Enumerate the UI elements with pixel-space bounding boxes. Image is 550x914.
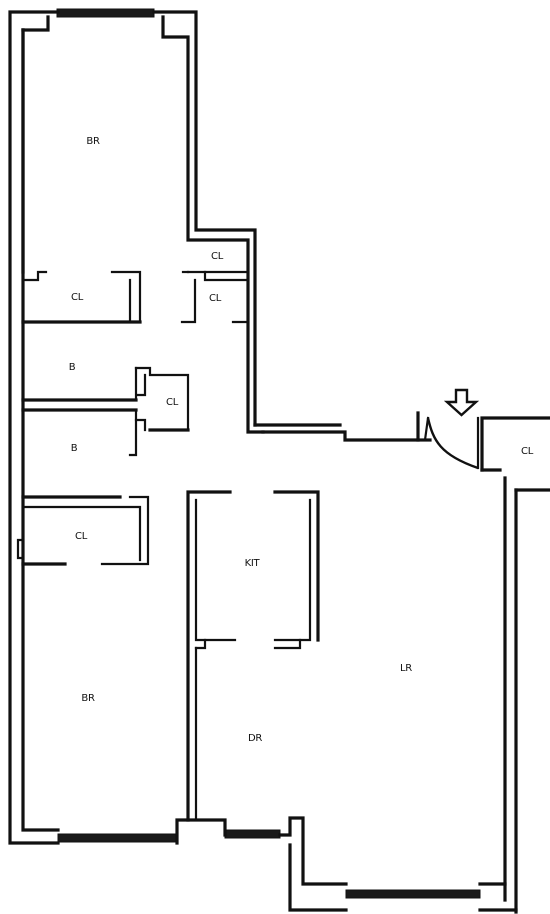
room-label-dining-room: DR <box>248 733 262 744</box>
room-label-closet-entry: CL <box>521 446 534 457</box>
outer-walls <box>8 10 550 914</box>
room-label-closet-bedroom-bottom: CL <box>75 531 88 542</box>
window-bottom-mid <box>224 829 281 839</box>
window-bottom-left <box>57 833 178 843</box>
room-label-closet-bedroom-top: CL <box>71 292 84 303</box>
room-label-bath-lower: B <box>71 443 78 454</box>
room-label-closet-hall-upper: CL <box>211 251 224 262</box>
entry-door-swing[interactable] <box>426 417 479 470</box>
room-label-closet-linen: CL <box>166 397 179 408</box>
window-bottom-right <box>345 889 481 899</box>
interior-walls <box>16 270 320 822</box>
down-arrow-icon <box>443 388 480 417</box>
room-label-bath-upper: B <box>69 362 76 373</box>
room-label-bedroom-top: BR <box>86 136 100 147</box>
room-label-bedroom-bottom: BR <box>81 693 95 704</box>
room-label-kitchen: KIT <box>245 558 261 569</box>
window-top <box>56 8 155 18</box>
room-label-living-room: LR <box>400 663 412 674</box>
room-label-closet-hall-lower: CL <box>209 293 222 304</box>
